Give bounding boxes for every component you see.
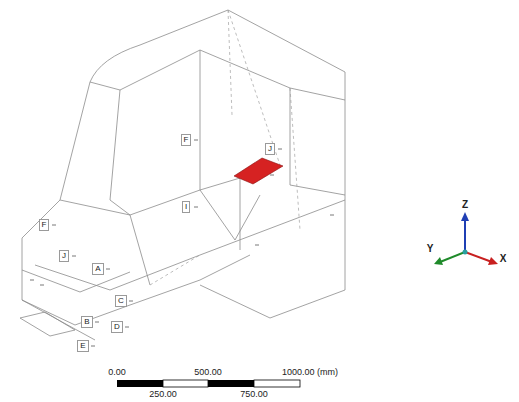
callout-letter: F <box>181 134 192 146</box>
scale-value: 1000.00 (mm) <box>282 367 338 378</box>
load-plate <box>234 158 283 184</box>
callout-letter: J <box>59 250 69 262</box>
scale-value: 0.00 <box>108 367 126 378</box>
scale-value: 500.00 <box>194 367 222 378</box>
callout-letter: F <box>39 219 50 231</box>
scale-bar <box>117 380 300 387</box>
callout-letter: I <box>182 201 190 213</box>
axis-label: Z <box>462 199 468 210</box>
callout-letter: B <box>81 316 92 328</box>
axis-label: X <box>500 253 507 264</box>
scale-value: 750.00 <box>240 389 268 400</box>
callout-leaders <box>30 140 334 346</box>
callout-letter: J <box>265 143 275 155</box>
callout-letter: E <box>77 340 88 352</box>
callout-letter: D <box>111 321 123 333</box>
frame-hidden-lines <box>150 10 300 285</box>
axis-label: Y <box>427 243 434 254</box>
scale-value: 250.00 <box>149 389 177 400</box>
axis-triad <box>434 212 498 265</box>
callout-letter: A <box>92 263 103 275</box>
callout-letter: C <box>115 295 127 307</box>
frame-wireframe <box>20 10 345 340</box>
